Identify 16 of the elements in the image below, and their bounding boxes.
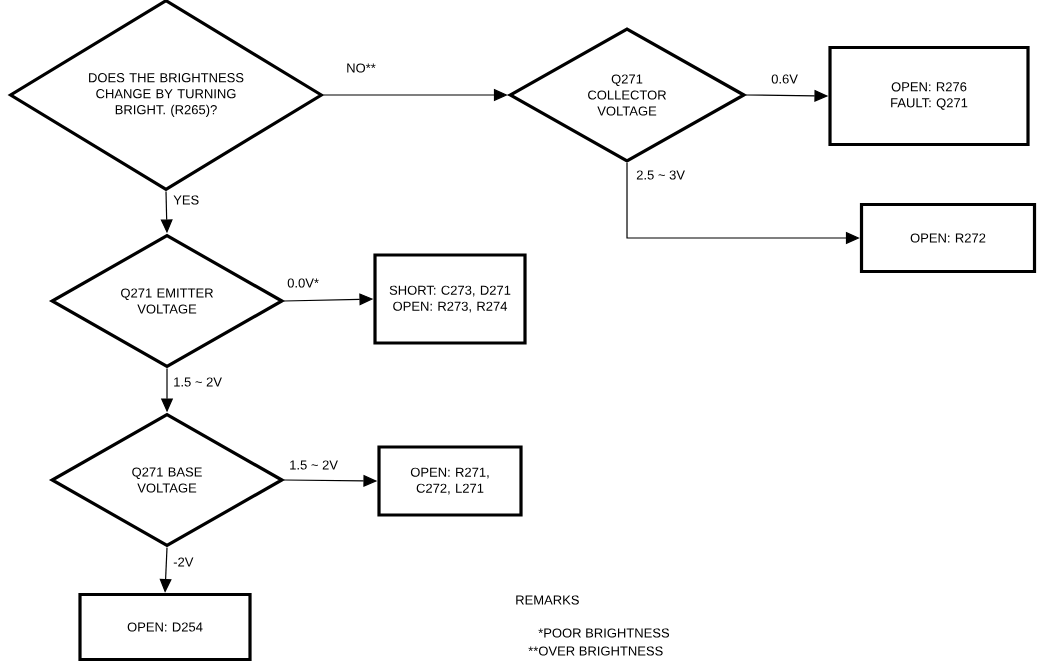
note-text: *POOR BRIGHTNESS <box>538 628 670 638</box>
edge-label: 1.5 ~ 2V <box>288 459 339 471</box>
edge-label: -2V <box>172 556 195 568</box>
note-text: REMARKS <box>516 595 579 605</box>
edge-label: 0.6V <box>770 73 799 85</box>
result-box: OPEN: R271, C272, L271 <box>377 445 523 517</box>
result-box: OPEN: D254 <box>78 592 252 662</box>
result-box: SHORT: C273, D271 OPEN: R273, R274 <box>373 253 527 345</box>
edge-label: NO** <box>345 62 377 74</box>
note-text: **OVER BRIGHTNESS <box>528 646 663 656</box>
edge-label: YES <box>172 194 201 206</box>
result-box: OPEN: R276 FAULT: Q271 <box>828 45 1030 147</box>
edge-label: 1.5 ~ 2V <box>172 376 223 388</box>
edge-label: 2.5 ~ 3V <box>635 169 686 181</box>
result-box: OPEN: R272 <box>859 202 1037 274</box>
edge-label: 0.0V* <box>286 277 320 289</box>
